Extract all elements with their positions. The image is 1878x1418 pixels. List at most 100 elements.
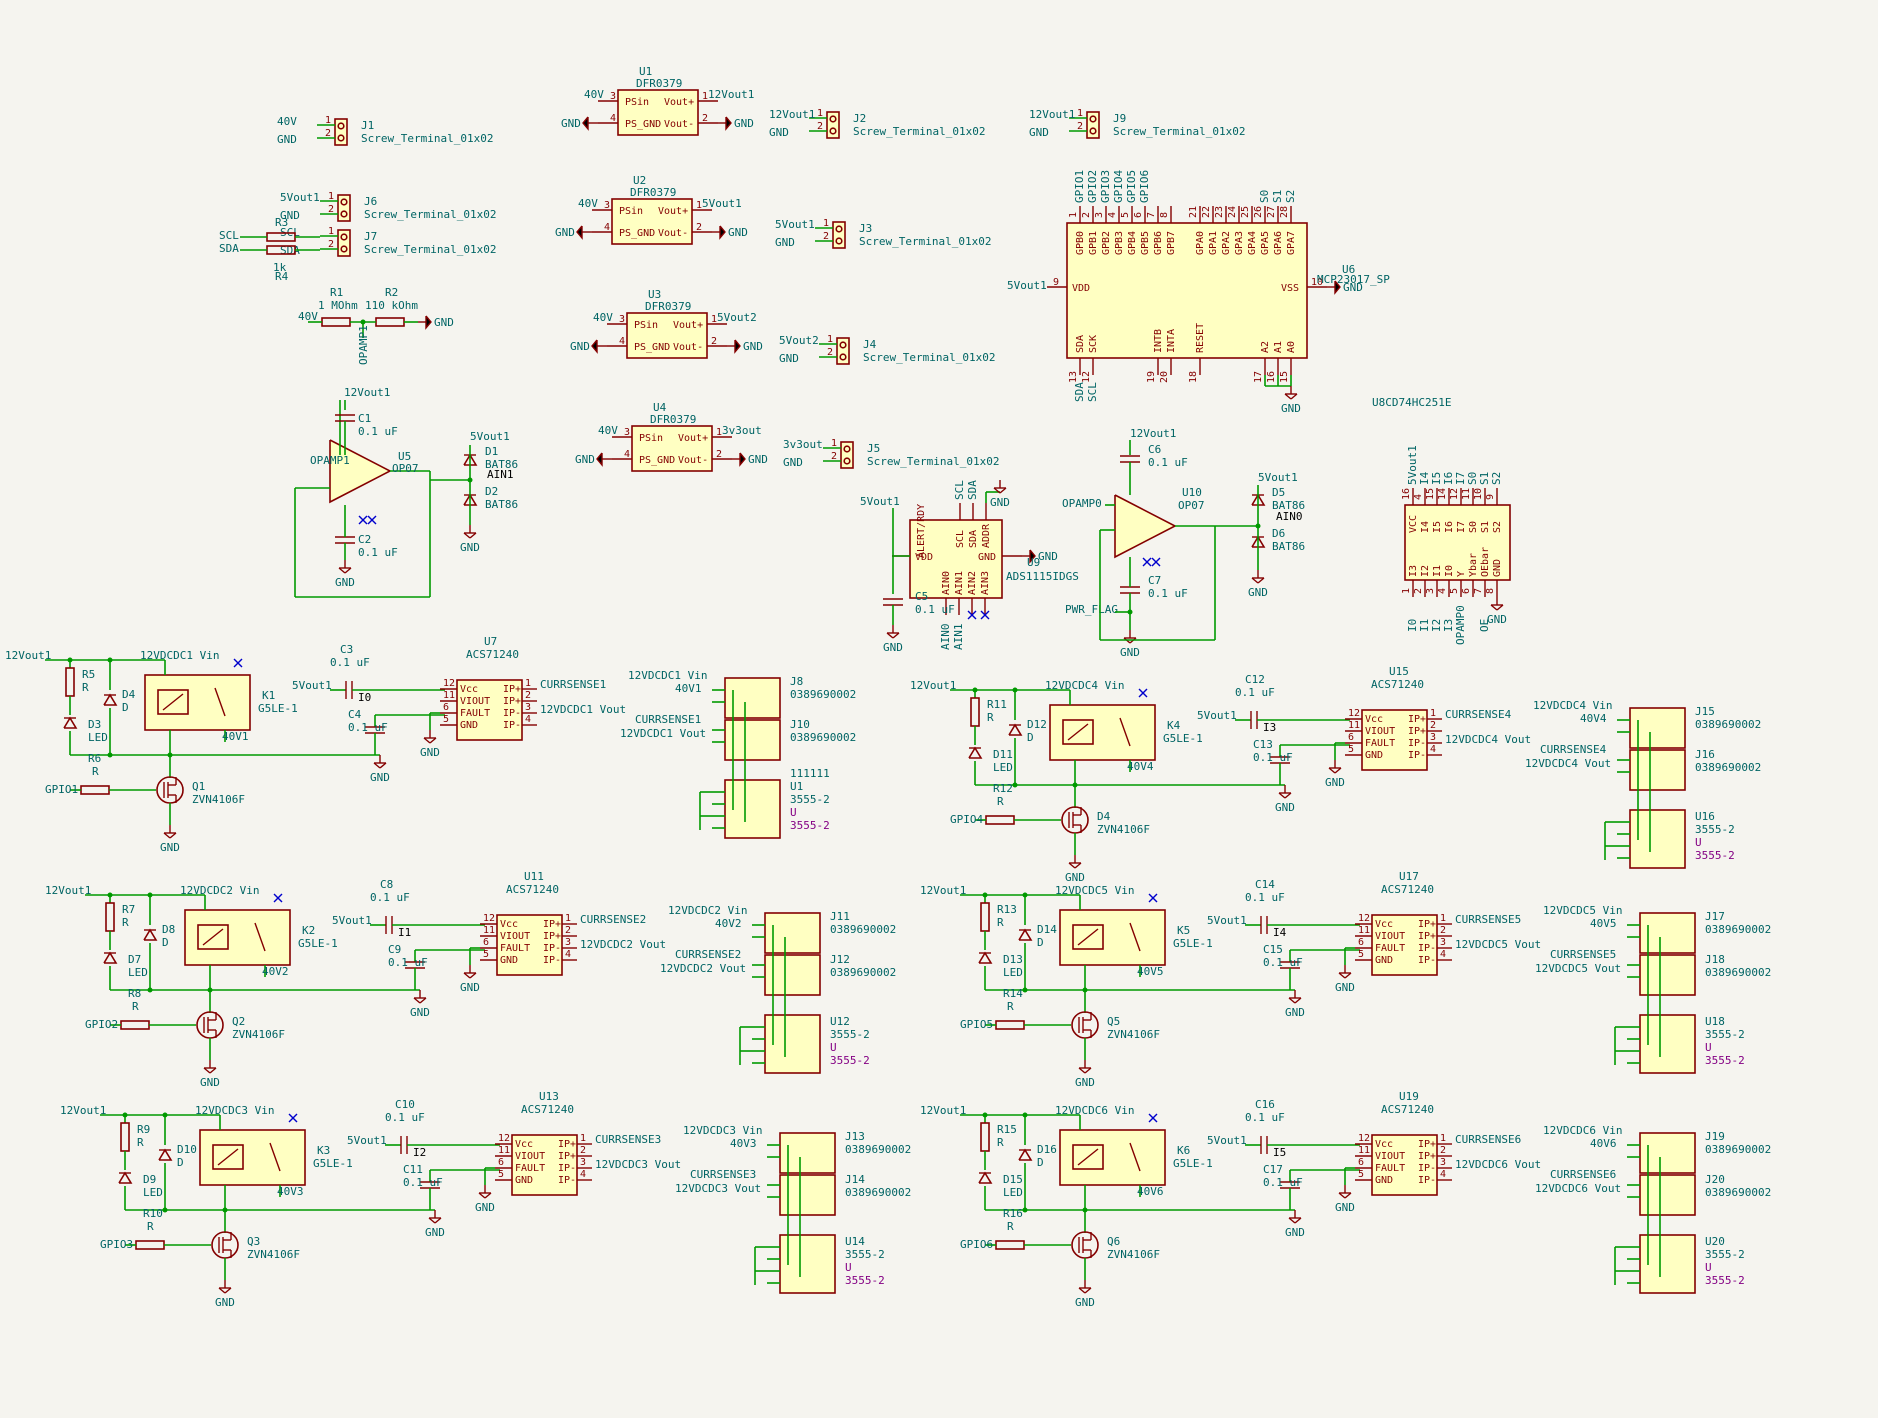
led-value: LED xyxy=(1003,1186,1023,1199)
gnd-label: GND xyxy=(1325,776,1345,789)
pin-name: GPB7 xyxy=(1166,231,1177,255)
screw-icon xyxy=(835,237,843,245)
no-connect-icon xyxy=(1148,1113,1158,1123)
gnd-label: GND xyxy=(883,641,903,654)
pin-number: 1 xyxy=(716,427,722,438)
connector-value: 3555-2 xyxy=(830,1054,870,1067)
mosfet-ref: Q2 xyxy=(232,1015,245,1028)
relay-coil-icon xyxy=(212,1144,244,1170)
cap-ref: C13 xyxy=(1253,738,1273,751)
net-label: 5Vout1 xyxy=(1007,279,1047,292)
pin-name: IP- xyxy=(558,1175,576,1186)
cap-value: 0.1 uF xyxy=(1253,751,1293,764)
connector-value: 3555-2 xyxy=(1695,849,1735,862)
pin-name: IP- xyxy=(1418,1163,1436,1174)
pin-number: 26 xyxy=(1253,206,1264,218)
pin-name: VSS xyxy=(1281,283,1299,294)
pin-number: 1 xyxy=(1430,708,1436,719)
cap-value: 0.1 uF xyxy=(1263,956,1303,969)
resistor-value: 110 kOhm xyxy=(365,299,418,312)
pin-name: ADDR xyxy=(981,523,992,548)
pin-number: 11 xyxy=(1358,1145,1370,1156)
pin-number: 1 xyxy=(823,218,829,229)
connector-ref: J20 xyxy=(1705,1173,1725,1186)
connector-ref: J13 xyxy=(845,1130,865,1143)
connector-value: 0389690002 xyxy=(1705,1143,1771,1156)
pin-number: 1 xyxy=(1077,108,1083,119)
no-connect-icon xyxy=(233,658,243,668)
pin-number: 11 xyxy=(1348,720,1360,731)
pin-name: VCC xyxy=(1408,515,1419,533)
pin-name: GPB6 xyxy=(1153,231,1164,255)
net-label: CURRSENSE1 xyxy=(540,678,606,691)
net-label: GPIO5 xyxy=(1125,170,1138,203)
diode-value: BAT86 xyxy=(485,458,518,471)
net-label: 12VDCDC1 Vin xyxy=(140,649,219,662)
net-label: CURRSENSE6 xyxy=(1455,1133,1521,1146)
no-connect-icon xyxy=(273,893,283,903)
pin-name: Vout+ xyxy=(673,320,703,331)
mosfet-ref: Q1 xyxy=(192,780,205,793)
pin-number: 6 xyxy=(1358,1157,1364,1168)
connector-value: 3555-2 xyxy=(1705,1028,1745,1041)
regulator-ref: U1 xyxy=(639,65,652,78)
pin-number: 2 xyxy=(580,1145,586,1156)
connector-j-b xyxy=(724,719,781,761)
net-label: 40V2 xyxy=(715,917,742,930)
pin-name: Vcc xyxy=(1365,714,1383,725)
pin-name: VIOUT xyxy=(1375,1151,1405,1162)
opamp-ref: U5 xyxy=(398,450,411,463)
mosfet-ref: D4 xyxy=(1097,810,1111,823)
gnd-symbol xyxy=(1257,577,1265,584)
pin-number: 11 xyxy=(443,690,455,701)
pin-name: S1 xyxy=(1480,521,1491,533)
no-connect-icon xyxy=(1151,557,1161,567)
pin-number: 5 xyxy=(483,949,489,960)
pin-number: 6 xyxy=(1461,588,1472,594)
regulator-ref: U3 xyxy=(648,288,661,301)
resistor-value: R xyxy=(132,1000,139,1013)
gnd-symbol xyxy=(1288,997,1296,1004)
pin-number: 3 xyxy=(580,1157,586,1168)
resistor-ref: R10 xyxy=(143,1207,163,1220)
net-label: I7 xyxy=(1454,472,1467,485)
regulator-value: DFR0379 xyxy=(630,186,676,199)
resistor-ref: R13 xyxy=(997,903,1017,916)
gnd-symbol xyxy=(344,567,352,574)
pin-number: 2 xyxy=(1077,121,1083,132)
pin-number: 23 xyxy=(1214,206,1225,218)
pin-name: INTA xyxy=(1166,329,1177,353)
cap-ref: C17 xyxy=(1263,1163,1283,1176)
cap-value: 0.1 uF xyxy=(388,956,428,969)
pin-number: 8 xyxy=(1159,212,1170,218)
regulator-body xyxy=(611,198,693,245)
relay-value: G5LE-1 xyxy=(298,937,338,950)
resistor-body xyxy=(980,1122,990,1152)
resistor-body xyxy=(985,815,1015,825)
pin-number: 1 xyxy=(831,438,837,449)
cap-ref: C4 xyxy=(348,708,362,721)
gnd-label: GND xyxy=(1281,402,1301,415)
pin-name: GPA4 xyxy=(1247,231,1258,255)
relay-value: G5LE-1 xyxy=(1163,732,1203,745)
net-label: GPIO3 xyxy=(100,1238,133,1251)
relay-body xyxy=(199,1129,306,1186)
connector-u xyxy=(724,779,781,839)
relay-contact-icon xyxy=(1129,922,1141,952)
pin-number: 10 xyxy=(1473,488,1484,500)
pin-number: 2 xyxy=(325,128,331,139)
pin-name: PSin xyxy=(634,320,658,331)
net-label: GND xyxy=(280,209,300,222)
gnd-symbol xyxy=(1294,1217,1302,1224)
net-label: GND xyxy=(1029,126,1049,139)
pin-name: IP+ xyxy=(558,1151,576,1162)
resistor-body xyxy=(375,317,405,327)
gnd-symbol xyxy=(413,997,421,1004)
pin-name: GPA0 xyxy=(1195,231,1206,255)
screw-icon xyxy=(829,115,837,123)
pin-number: 4 xyxy=(525,714,531,725)
pin-number: 4 xyxy=(1430,744,1436,755)
connector-value: 3555-2 xyxy=(1705,1274,1745,1287)
pin-number: 5 xyxy=(1358,1169,1364,1180)
relay-ref: K5 xyxy=(1177,924,1190,937)
